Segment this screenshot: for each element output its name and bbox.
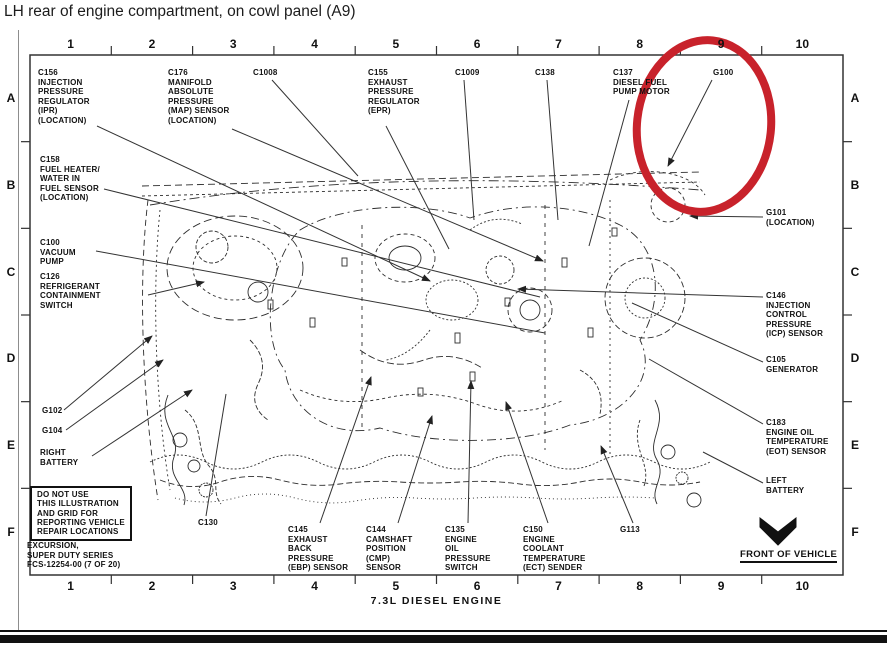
grid-col-label-top: 5 xyxy=(392,37,400,51)
grid-row-label-left: A xyxy=(6,91,16,106)
grid-row-label-right: E xyxy=(850,438,860,452)
callout-c1008: C1008 xyxy=(253,68,278,77)
page-title: LH rear of engine compartment, on cowl p… xyxy=(4,3,356,20)
grid-col-label-bottom: 2 xyxy=(148,579,156,593)
grid-col-label-bottom: 3 xyxy=(229,579,237,593)
grid-col-label-bottom: 5 xyxy=(392,579,400,593)
grid-col-label-top: 4 xyxy=(311,37,318,51)
callout-c1009: C1009 xyxy=(455,68,480,77)
grid-col-label-top: 7 xyxy=(555,37,562,51)
callout-leader-lines xyxy=(63,79,764,524)
grid-row-label-left: E xyxy=(6,438,16,452)
callout-g113: G113 xyxy=(620,525,640,534)
callout-g102: G102 xyxy=(42,406,63,415)
separator-bar xyxy=(0,635,887,643)
callout-g101: G101(LOCATION) xyxy=(766,208,815,227)
grid-col-label-bottom: 6 xyxy=(473,579,481,593)
grid-row-label-right: C xyxy=(850,264,860,279)
grid-col-label-bottom: 9 xyxy=(717,579,725,593)
grid-ticks xyxy=(21,46,852,584)
callout-c130: C130 xyxy=(198,518,218,527)
grid-row-label-left: C xyxy=(6,264,16,279)
grid-row-label-right: F xyxy=(851,524,859,539)
front-of-vehicle-arrow-icon xyxy=(759,516,797,546)
grid-frame xyxy=(29,54,844,576)
separator-line xyxy=(0,630,887,632)
grid-col-label-top: 10 xyxy=(795,37,810,51)
highlight-circle xyxy=(632,36,776,216)
grid-col-label-top: 8 xyxy=(636,37,644,51)
grid-col-label-bottom: 4 xyxy=(311,579,318,593)
grid-col-label-bottom: 10 xyxy=(795,579,810,593)
grid-row-label-left: D xyxy=(6,351,16,366)
grid-col-label-top: 6 xyxy=(473,37,481,51)
grid-col-label-bottom: 1 xyxy=(67,579,74,593)
diagram-caption: 7.3L DIESEL ENGINE xyxy=(370,595,503,607)
grid-col-label-top: 2 xyxy=(148,37,156,51)
grid-col-label-bottom: 7 xyxy=(555,579,562,593)
grid-row-label-right: A xyxy=(850,91,860,106)
grid-col-label-top: 3 xyxy=(229,37,237,51)
callout-g104: G104 xyxy=(42,426,63,435)
grid-row-label-left: B xyxy=(6,178,16,192)
grid-row-label-right: B xyxy=(850,178,860,192)
grid-col-label-top: 1 xyxy=(67,37,74,51)
page-border-line xyxy=(18,30,19,630)
callout-g100: G100 xyxy=(713,68,734,77)
grid-col-label-top: 9 xyxy=(717,37,725,51)
grid-col-label-bottom: 8 xyxy=(636,579,644,593)
callout-c138: C138 xyxy=(535,68,555,77)
grid-row-label-right: D xyxy=(850,351,860,366)
engine-line-art xyxy=(141,171,711,508)
grid-row-label-left: F xyxy=(7,524,15,539)
front-of-vehicle-label: FRONT OF VEHICLE xyxy=(740,549,838,563)
